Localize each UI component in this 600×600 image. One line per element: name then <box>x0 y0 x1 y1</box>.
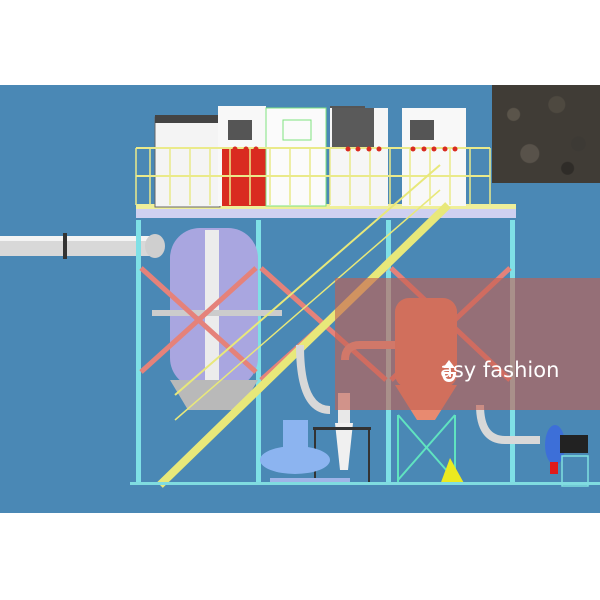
inlet-pipe <box>0 233 165 259</box>
watermark: asy fashion <box>440 358 559 382</box>
product-sample-photo <box>492 85 600 183</box>
watermark-text: asy fashion <box>440 358 560 382</box>
watermark-overlay <box>335 278 600 410</box>
blower <box>476 404 589 487</box>
plant-diagram: asy fashion <box>0 85 600 513</box>
base-support <box>440 458 465 485</box>
pump-motor <box>260 420 350 482</box>
platform <box>135 106 516 218</box>
ground-beam <box>130 482 600 485</box>
droplet-logo-icon <box>442 360 456 382</box>
